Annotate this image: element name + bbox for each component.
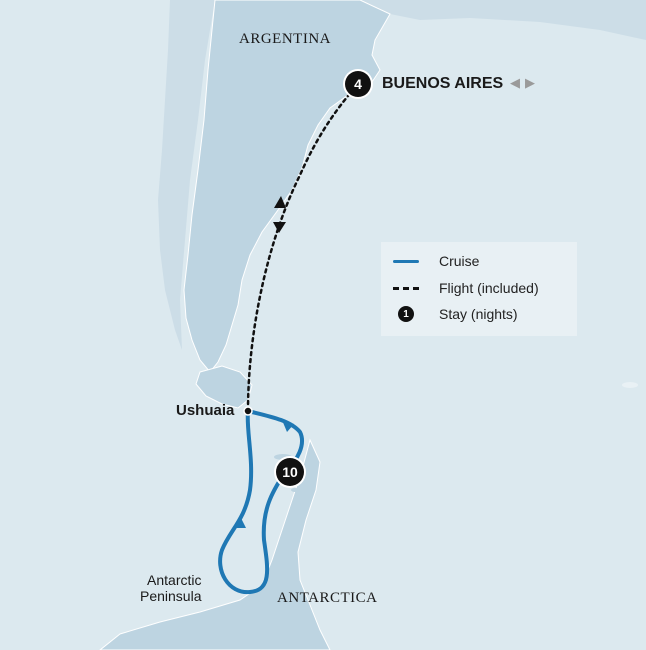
antarctic-peninsula-land — [99, 438, 331, 650]
legend-label-cruise: Cruise — [439, 253, 480, 269]
stay-marker-buenos-aires: 4 — [345, 71, 371, 97]
map-navigation: ◀ ▶ — [508, 76, 537, 92]
city-label-buenos-aires: BUENOS AIRES — [382, 75, 504, 92]
cruise-direction-arrow — [282, 420, 294, 432]
stay-circle-icon: 1 — [393, 306, 423, 322]
chile-coast-land — [158, 0, 215, 350]
legend-stay-example: 1 — [398, 306, 414, 322]
brazil-land — [360, 0, 646, 40]
dashed-line-icon — [393, 286, 423, 290]
flight-direction-arrow — [274, 196, 286, 208]
country-label-argentina: ARGENTINA — [239, 31, 331, 47]
cruise-line-icon — [393, 259, 423, 263]
legend-item-flight: Flight (included) — [393, 278, 539, 298]
cruise-route — [218, 409, 304, 595]
ushuaia-port-dot — [243, 406, 253, 416]
place-label-antarctic-peninsula: Antarctic Peninsula — [140, 572, 202, 604]
flight-direction-arrow — [273, 222, 286, 233]
legend-label-stay: Stay (nights) — [439, 306, 518, 322]
island — [291, 488, 299, 492]
tierra-del-fuego-land — [195, 365, 253, 409]
place-label-line: Antarctic — [147, 572, 202, 588]
triangle-left-icon[interactable]: ◀ — [510, 76, 520, 91]
legend-item-cruise: Cruise — [393, 251, 479, 271]
place-label-line: Peninsula — [140, 588, 202, 604]
cruise-direction-arrow — [233, 518, 246, 528]
argentina-land — [183, 0, 391, 373]
stay-marker-cruise: 10 — [276, 458, 304, 486]
region-label-antarctica: ANTARCTICA — [277, 590, 378, 606]
city-label-ushuaia: Ushuaia — [176, 402, 235, 419]
legend-label-flight: Flight (included) — [439, 280, 539, 296]
island — [622, 382, 638, 388]
flight-route — [246, 82, 360, 413]
triangle-right-icon[interactable]: ▶ — [525, 76, 535, 91]
map-legend: Cruise Flight (included) 1 Stay (nights) — [381, 242, 577, 336]
legend-item-stay: 1 Stay (nights) — [393, 304, 518, 324]
